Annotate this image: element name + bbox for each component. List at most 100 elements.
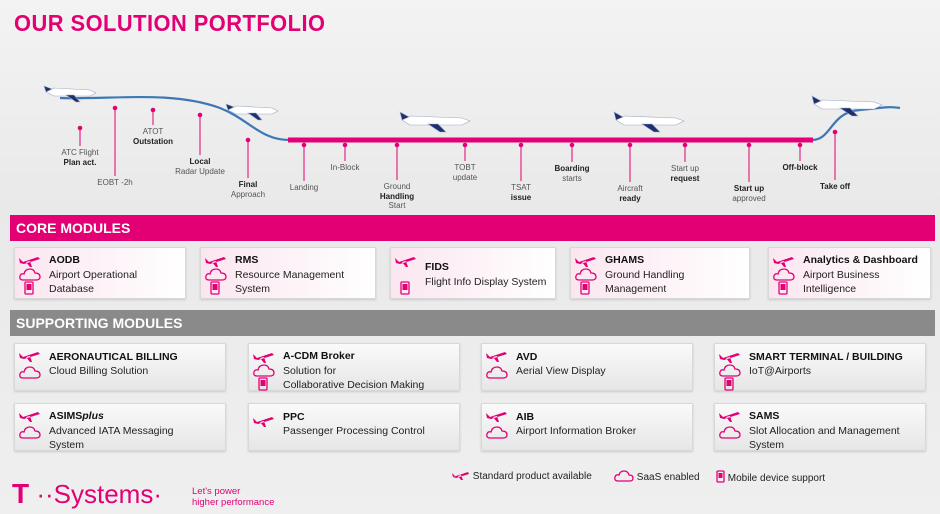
supporting-modules-heading: SUPPORTING MODULES (10, 310, 935, 336)
module-name: RMS (235, 254, 259, 266)
plane-icon (719, 412, 740, 422)
plane-icon (253, 353, 274, 363)
timeline-tick (301, 142, 307, 181)
timeline-event-label: Off-block (782, 163, 818, 172)
mobile-icon (724, 377, 734, 391)
cloud-icon (486, 366, 508, 379)
plane-icon (19, 257, 40, 267)
module-name: AODB (49, 254, 80, 266)
plane-icon (19, 412, 40, 422)
airplane-image (225, 103, 279, 121)
module-name: ASIMSplus (49, 410, 104, 422)
slogan-line-2: higher performance (192, 497, 275, 508)
plane-icon (486, 349, 508, 367)
module-name: AVD (516, 351, 538, 363)
cloud-icon (19, 426, 41, 444)
timeline-event-label: In-Block (330, 163, 360, 172)
cloud-icon (19, 268, 41, 286)
module-name: FIDS (425, 261, 449, 273)
flight-path-line-right (811, 106, 901, 142)
cloud-icon (719, 364, 741, 382)
airplane-image (613, 111, 685, 133)
cloud-icon (719, 364, 741, 377)
module-description: IoT@Airports (749, 365, 812, 377)
cloud-icon (719, 426, 741, 444)
cloud-icon (205, 268, 227, 281)
mobile-icon (400, 281, 410, 295)
module-name: GHAMS (605, 254, 645, 266)
timeline-tick (627, 142, 633, 182)
page-title: OUR SOLUTION PORTFOLIO (14, 10, 326, 36)
airplane-image (811, 95, 883, 117)
plane-icon (452, 472, 469, 480)
airplane-image (399, 111, 471, 133)
mobile-icon (210, 281, 220, 300)
plane-icon (205, 257, 226, 267)
flight-timeline (43, 85, 901, 182)
timeline-event-label: Take off (819, 182, 851, 191)
timeline-tick (462, 142, 468, 161)
slogan: Let's power higher performance (192, 486, 274, 508)
plane-icon (719, 409, 741, 427)
timeline-tick (112, 105, 118, 176)
legend-mobile-label: Mobile device support (727, 473, 826, 484)
cloud-icon (486, 426, 508, 444)
timeline-tick (342, 142, 348, 161)
module-name: Analytics & Dashboard (803, 254, 918, 266)
legend-saas-label: SaaS enabled (636, 472, 700, 483)
legend-standard: Standard product available (452, 470, 592, 482)
plane-icon (19, 352, 40, 362)
plane-icon (19, 409, 41, 427)
slogan-line-1: Let's power (192, 486, 241, 497)
plane-icon (773, 257, 794, 267)
legend-mobile: Mobile device support (716, 470, 825, 484)
cloud-icon (19, 366, 41, 379)
plane-icon (19, 254, 41, 272)
mobile-icon (580, 281, 590, 300)
module-name: SAMS (749, 410, 780, 422)
mobile-icon (400, 281, 410, 300)
timeline-tick (832, 129, 838, 180)
cloud-icon (486, 366, 508, 384)
cloud-icon (719, 426, 741, 439)
plane-icon (486, 352, 507, 362)
timeline-tick (394, 142, 400, 180)
cloud-icon (253, 364, 275, 377)
plane-icon (253, 414, 275, 432)
mobile-icon (210, 281, 220, 295)
cloud-icon (253, 364, 275, 382)
timeline-tick (569, 142, 575, 162)
plane-icon (486, 412, 507, 422)
cloud-icon (486, 426, 508, 439)
airplane-image (43, 85, 97, 103)
timeline-event-label: EOBT -2h (97, 178, 133, 187)
plane-icon (486, 409, 508, 427)
cloud-icon (19, 268, 41, 281)
timeline-tick (746, 142, 752, 182)
module-description: Cloud Billing Solution (49, 365, 149, 377)
cloud-icon (575, 268, 597, 286)
core-modules-heading: CORE MODULES (10, 215, 935, 241)
